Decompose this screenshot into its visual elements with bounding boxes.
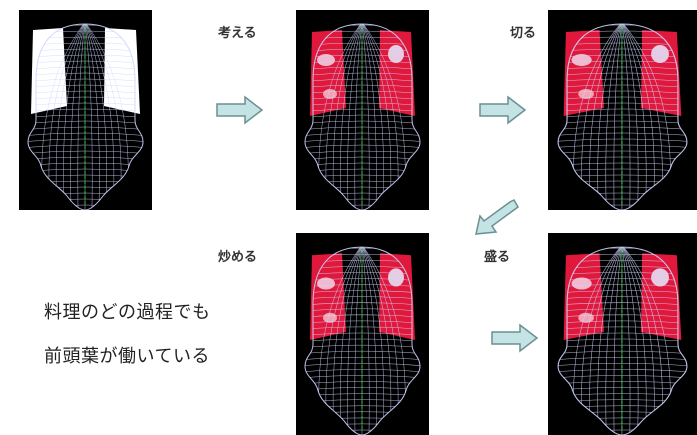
brain-panel-baseline: [19, 10, 152, 210]
step-label-think: 考える: [218, 22, 257, 41]
step-label-stir-fry: 炒める: [218, 246, 257, 265]
head-mesh-icon: [296, 10, 429, 210]
arrow-right-icon: [215, 95, 265, 125]
head-mesh-icon: [296, 233, 429, 435]
arrow-down-left-icon: [470, 196, 520, 238]
step-label-plate: 盛る: [484, 246, 510, 265]
step-label-cut: 切る: [510, 22, 536, 41]
brain-panel-stir-fry: [296, 233, 429, 435]
brain-panel-plate: [548, 233, 697, 435]
head-mesh-icon: [548, 233, 697, 435]
brain-panel-cut: [548, 10, 697, 210]
arrow-right-icon: [478, 95, 528, 125]
head-mesh-icon: [19, 10, 152, 210]
head-mesh-icon: [548, 10, 697, 210]
caption-line-2: 前頭葉が働いている: [44, 342, 210, 368]
caption-line-1: 料理のどの過程でも: [44, 298, 211, 324]
arrow-right-icon: [490, 323, 540, 353]
brain-panel-think: [296, 10, 429, 210]
